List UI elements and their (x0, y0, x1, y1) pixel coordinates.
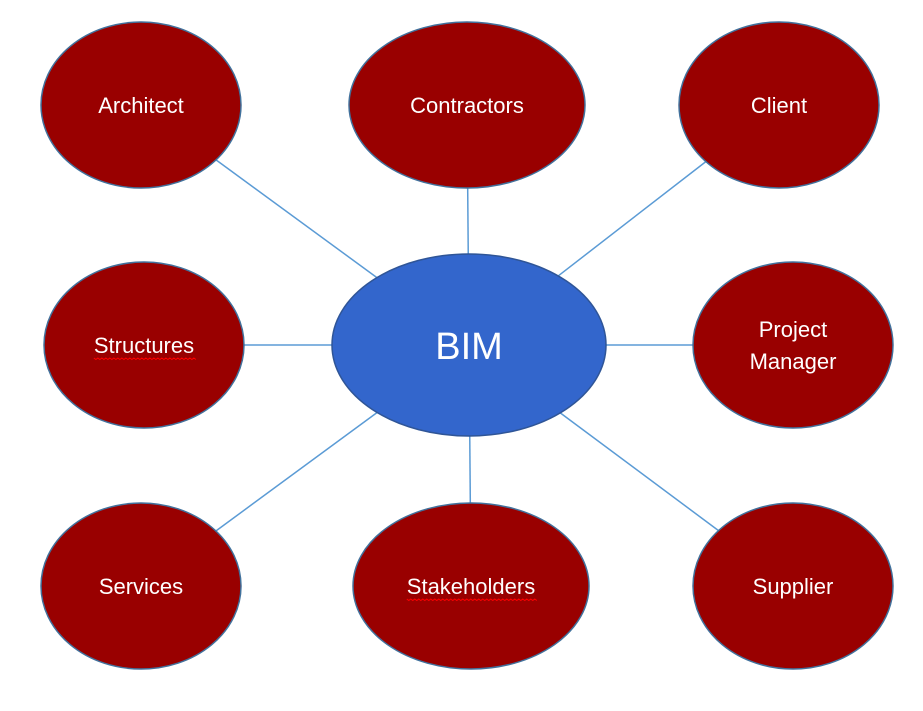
node-ellipse-supplier[interactable] (692, 502, 894, 670)
spellcheck-underline-stakeholders (406, 598, 538, 602)
connector-line-architect (215, 159, 378, 279)
node-contractors[interactable]: Contractors (348, 21, 586, 189)
hub-label: BIM (435, 326, 503, 368)
hub-ellipse[interactable] (331, 253, 607, 437)
node-label-architect: Architect (98, 93, 184, 118)
node-ellipse-contractors[interactable] (348, 21, 586, 189)
node-label-project-manager-line-1: Project (759, 317, 827, 342)
connector-lines (215, 159, 719, 532)
node-stakeholders[interactable]: Stakeholders (352, 502, 590, 670)
hub-node-bim[interactable]: BIM (331, 253, 607, 437)
node-ellipse-client[interactable] (678, 21, 880, 189)
node-label-structures: Structures (94, 333, 194, 358)
connector-line-contractors (466, 187, 469, 255)
node-ellipse-project-manager[interactable] (692, 261, 894, 429)
node-label-supplier: Supplier (753, 574, 834, 599)
node-label-services: Services (99, 574, 183, 599)
node-services[interactable]: Services (40, 502, 242, 670)
connector-line-services (215, 411, 378, 532)
connector-line-client (557, 161, 707, 277)
node-ellipse-architect[interactable] (40, 21, 242, 189)
node-ellipse-stakeholders[interactable] (352, 502, 590, 670)
node-architect[interactable]: Architect (40, 21, 242, 189)
node-ellipse-structures[interactable] (43, 261, 245, 429)
node-client[interactable]: Client (678, 21, 880, 189)
connector-line-supplier (559, 412, 719, 532)
node-label-stakeholders: Stakeholders (407, 574, 535, 599)
node-ellipse-services[interactable] (40, 502, 242, 670)
connector-line-stakeholders (469, 435, 472, 504)
node-label-client: Client (751, 93, 807, 118)
node-supplier[interactable]: Supplier (692, 502, 894, 670)
node-label-project-manager-line-2: Manager (750, 349, 837, 374)
node-structures[interactable]: Structures (43, 261, 245, 429)
spellcheck-underline-structures (93, 357, 197, 361)
node-label-contractors: Contractors (410, 93, 524, 118)
